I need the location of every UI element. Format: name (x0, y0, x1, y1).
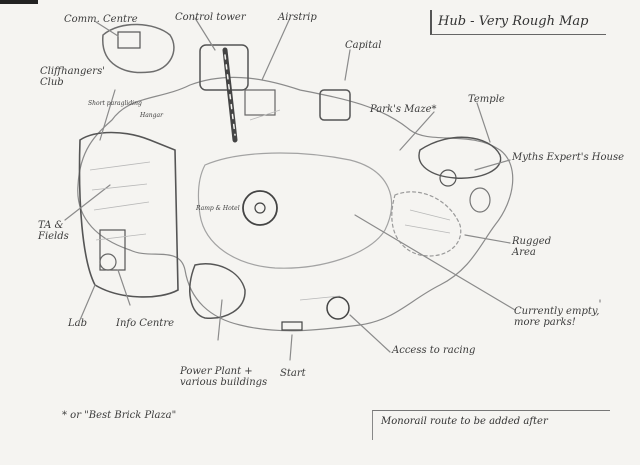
map-title: Hub - Very Rough Map (430, 10, 606, 35)
rugged-area (391, 191, 462, 257)
island-outline (77, 76, 514, 332)
temple-area (418, 136, 502, 179)
corner-mark (0, 0, 38, 4)
label-ta-fields: TA & Fields (38, 220, 69, 242)
parks-maze (242, 190, 278, 226)
label-parks-maze: Park's Maze* (370, 104, 437, 115)
label-rugged-area: Rugged Area (512, 236, 552, 258)
label-start: Start (280, 368, 306, 379)
myths-expert-house (439, 169, 457, 187)
monorail-note: Monorail route to be added after (372, 410, 610, 440)
label-info-centre: Info Centre (116, 318, 175, 329)
airstrip-building (244, 89, 276, 116)
label-cliffhangers-club: Cliffhangers' Club (40, 66, 105, 88)
sign-ramp-hotel: Ramp & Hotel (196, 205, 240, 212)
lab-building (99, 253, 117, 271)
racing-gate (326, 296, 350, 320)
label-airstrip: Airstrip (278, 12, 317, 23)
label-capital: Capital (345, 40, 382, 51)
label-temple: Temple (468, 94, 505, 105)
label-myths-expert-house: Myths Expert's House (512, 152, 625, 163)
start-pad (281, 321, 303, 331)
info-centre-building (99, 229, 126, 271)
label-short-paragliding: Short paragliding (88, 100, 142, 107)
power-plant (189, 263, 246, 319)
label-lab: Lab (68, 318, 88, 329)
control-tower-building (199, 44, 249, 91)
comm-centre-dish (117, 31, 141, 49)
sign-hangar: Hangar (140, 112, 163, 119)
capital-building (319, 89, 351, 121)
label-access-to-racing: Access to racing (392, 345, 476, 356)
label-power-plant: Power Plant + various buildings (180, 366, 268, 388)
comm-centre-building (102, 23, 175, 74)
airstrip-markings (224, 54, 236, 136)
pond (469, 187, 491, 213)
label-comm-centre: Comm. Centre (64, 14, 138, 25)
label-footnote: * or "Best Brick Plaza" (62, 410, 177, 421)
label-currently-empty: Currently empty, more parks! (514, 306, 600, 328)
label-control-tower: Control tower (175, 12, 246, 23)
pointer-lines (64, 17, 601, 361)
cliff-block (78, 131, 179, 298)
central-plaza (197, 152, 393, 269)
